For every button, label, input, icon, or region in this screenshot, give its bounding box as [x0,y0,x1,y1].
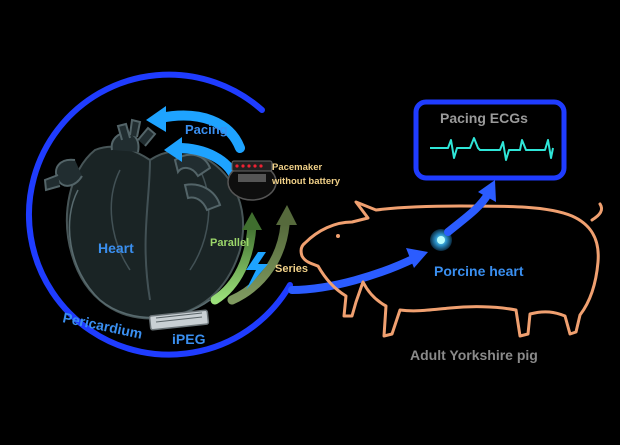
parallel-label: Parallel [210,237,249,249]
ecg-box [413,99,567,181]
pig-silhouette [299,200,604,338]
pacemaker-label-line1: Pacemaker [272,162,322,173]
series-arrow-head [276,205,297,225]
connector-arrow-to-pig [288,254,419,294]
porcine-heart-label: Porcine heart [434,263,524,279]
ipeg-device [148,309,210,331]
connector-arrow-to-ecg [444,190,492,236]
parallel-arrow-head [242,212,262,230]
series-arrow [227,220,290,305]
connector-arrow-to-pig-head [406,248,428,268]
pericardium-outline-circle [25,71,293,358]
series-label: Series [275,263,308,275]
ecg-title: Pacing ECGs [440,110,528,126]
pig-caption: Adult Yorkshire pig [410,347,538,363]
heart-label: Heart [98,240,134,256]
ecg-trace [430,137,554,161]
ipeg-label: iPEG [172,331,206,347]
pacemaker-label-line2: without battery [271,176,341,187]
lightning-bolt-icon [246,252,268,290]
parallel-arrow [210,220,257,305]
connector-arrow-to-ecg-head [478,180,496,202]
pig-eye [336,234,340,238]
heart-illustration [43,118,245,320]
pacemaker-device [227,160,277,201]
pacing-arrow-upper-head [146,106,166,132]
pacing-arrow-lower-head [164,137,182,162]
pacing-label: Pacing [185,122,228,137]
pacing-arrow-upper [155,110,245,153]
